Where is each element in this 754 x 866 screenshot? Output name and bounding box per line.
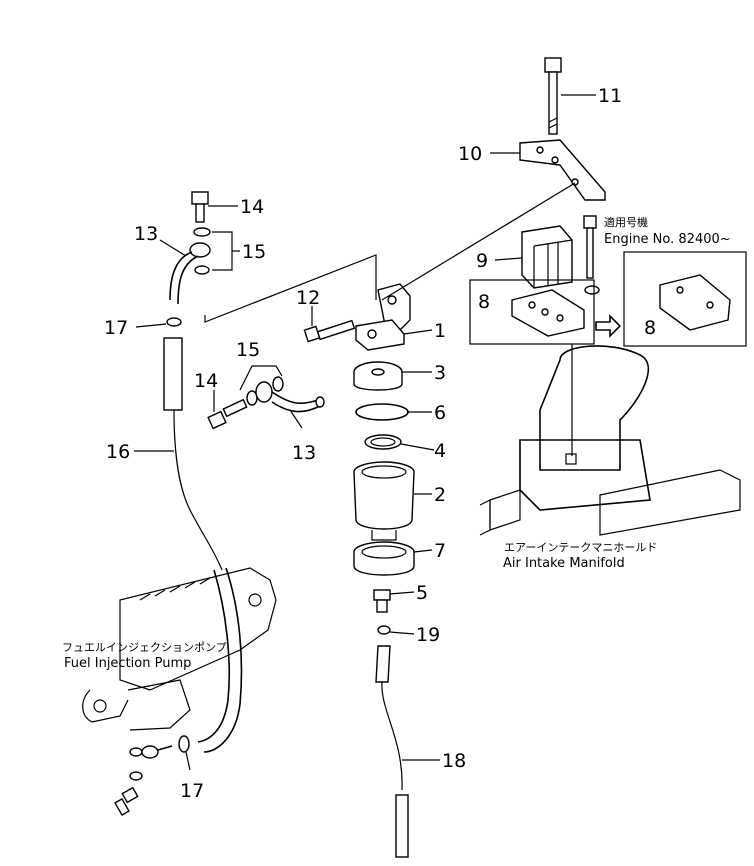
part-15-washer-top — [193, 227, 211, 237]
pump-label-jp: フュエルインジェクションポンプ — [62, 641, 227, 654]
callout-12: 12 — [296, 287, 320, 309]
callout-9: 9 — [476, 250, 488, 272]
part-17-washer-bottom — [178, 735, 190, 753]
callout-10: 10 — [458, 143, 482, 165]
leader-13b — [289, 409, 303, 429]
part-5-drain-plug — [373, 589, 391, 613]
part-2-filter-element — [353, 461, 415, 541]
pump-label-en: Fuel Injection Pump — [64, 656, 191, 671]
leader-17b — [185, 751, 191, 771]
pump-banjo-fitting — [114, 745, 173, 817]
part-8-plate — [511, 289, 585, 337]
bracket-15b — [239, 365, 283, 391]
callout-14a: 14 — [240, 196, 264, 218]
fuel-injection-pump — [82, 567, 277, 731]
callout-19: 19 — [416, 624, 440, 646]
callout-14b: 14 — [194, 370, 218, 392]
callout-15a: 15 — [242, 241, 266, 263]
part-9-spacer — [521, 225, 573, 289]
bracket-15a — [212, 231, 233, 271]
callout-1: 1 — [434, 320, 446, 342]
callout-17b: 17 — [180, 780, 204, 802]
part-3-element-cap — [353, 361, 403, 391]
leader-7 — [413, 549, 433, 553]
callout-18: 18 — [442, 750, 466, 772]
part-8-variant-plate — [659, 274, 731, 331]
part-13-banjo-pipe-top — [169, 242, 211, 305]
callout-4: 4 — [434, 440, 446, 462]
callout-5: 5 — [416, 582, 428, 604]
manifold-label-jp: エアーインテークマニホールド — [504, 541, 657, 554]
leader-13a — [159, 239, 187, 257]
variant-arrow — [595, 314, 622, 338]
part-1-filter-head — [355, 283, 411, 351]
callout-7: 7 — [434, 540, 446, 562]
serial-note-en: Engine No. 82400~ — [604, 232, 731, 247]
callout-13a: 13 — [134, 223, 158, 245]
leader-4 — [400, 443, 435, 451]
leader-1 — [403, 329, 433, 335]
leader-19 — [389, 631, 415, 635]
part-6-o-ring — [355, 403, 409, 421]
part-4-ring — [364, 434, 402, 450]
callout-11: 11 — [598, 85, 622, 107]
callout-13b: 13 — [292, 442, 316, 464]
callout-8b: 8 — [644, 317, 656, 339]
guide-line-bracket — [381, 182, 576, 301]
part-15-washer-mid-b — [272, 376, 284, 392]
part-8-variant-frame — [623, 251, 747, 347]
part-14-bolt-middle — [207, 398, 248, 430]
part-7-ring-nut — [353, 541, 415, 576]
callout-17a: 17 — [104, 317, 128, 339]
callout-6: 6 — [434, 402, 446, 424]
leader-17a — [135, 323, 167, 328]
callout-16: 16 — [106, 441, 130, 463]
callout-15b: 15 — [236, 339, 260, 361]
part-16-hose — [163, 337, 243, 753]
part-18-drain-hose — [375, 645, 409, 858]
part-15-washer-bottom — [194, 265, 210, 275]
serial-note-jp: 適用号機 — [604, 215, 648, 229]
callout-3: 3 — [434, 362, 446, 384]
part-13-banjo-pipe-middle — [255, 381, 325, 413]
part-11-bolt — [544, 57, 562, 135]
manifold-label-en: Air Intake Manifold — [503, 556, 625, 571]
part-14-bolt-top — [191, 191, 209, 223]
air-intake-manifold — [479, 345, 741, 536]
part-12-bolt — [303, 319, 356, 343]
part-17-washer-top — [166, 317, 182, 327]
guide-line-15 — [204, 254, 377, 323]
callout-2: 2 — [434, 484, 446, 506]
leader-5 — [389, 591, 415, 595]
callout-8a: 8 — [478, 291, 490, 313]
part-8-frame — [469, 279, 595, 345]
part-19-washer — [377, 625, 391, 635]
serial-bolt — [583, 215, 600, 295]
leader-9 — [494, 257, 523, 261]
